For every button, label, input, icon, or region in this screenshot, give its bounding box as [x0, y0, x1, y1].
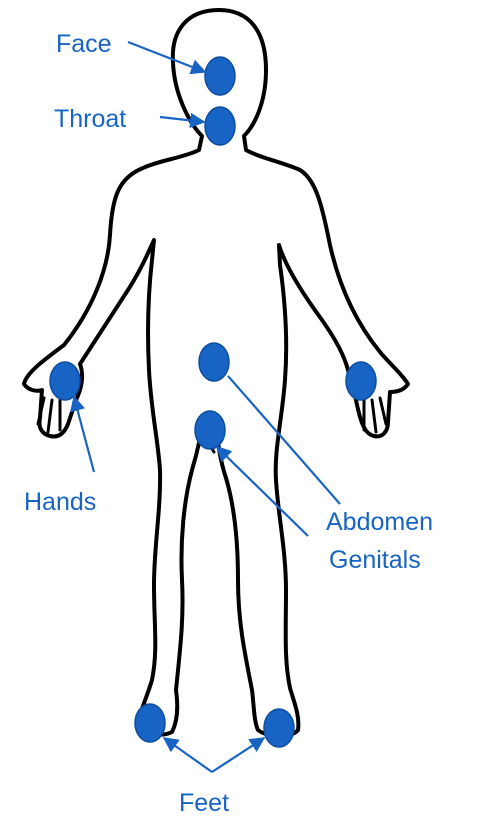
- marker-abdomen: [199, 343, 229, 381]
- label-abdomen: Abdomen: [326, 508, 433, 536]
- arrow-feet-left: [164, 738, 212, 772]
- label-group: Face Throat Hands Abdomen Genitals Feet: [24, 30, 433, 817]
- marker-throat: [205, 107, 235, 145]
- label-hands: Hands: [24, 488, 96, 516]
- label-face: Face: [56, 30, 112, 58]
- marker-genitals: [195, 411, 225, 449]
- arrow-throat: [160, 117, 204, 122]
- marker-face: [205, 57, 235, 95]
- marker-hand-right: [346, 362, 376, 400]
- marker-foot-left: [135, 704, 165, 742]
- arrow-hands: [74, 397, 94, 472]
- arrow-face: [128, 42, 205, 72]
- label-genitals: Genitals: [329, 546, 421, 574]
- label-throat: Throat: [54, 105, 126, 133]
- arrow-group: [74, 42, 340, 772]
- arrow-feet-right: [212, 738, 264, 772]
- marker-group: [50, 57, 376, 747]
- marker-foot-right: [264, 709, 294, 747]
- label-feet: Feet: [179, 789, 229, 817]
- marker-hand-left: [50, 362, 80, 400]
